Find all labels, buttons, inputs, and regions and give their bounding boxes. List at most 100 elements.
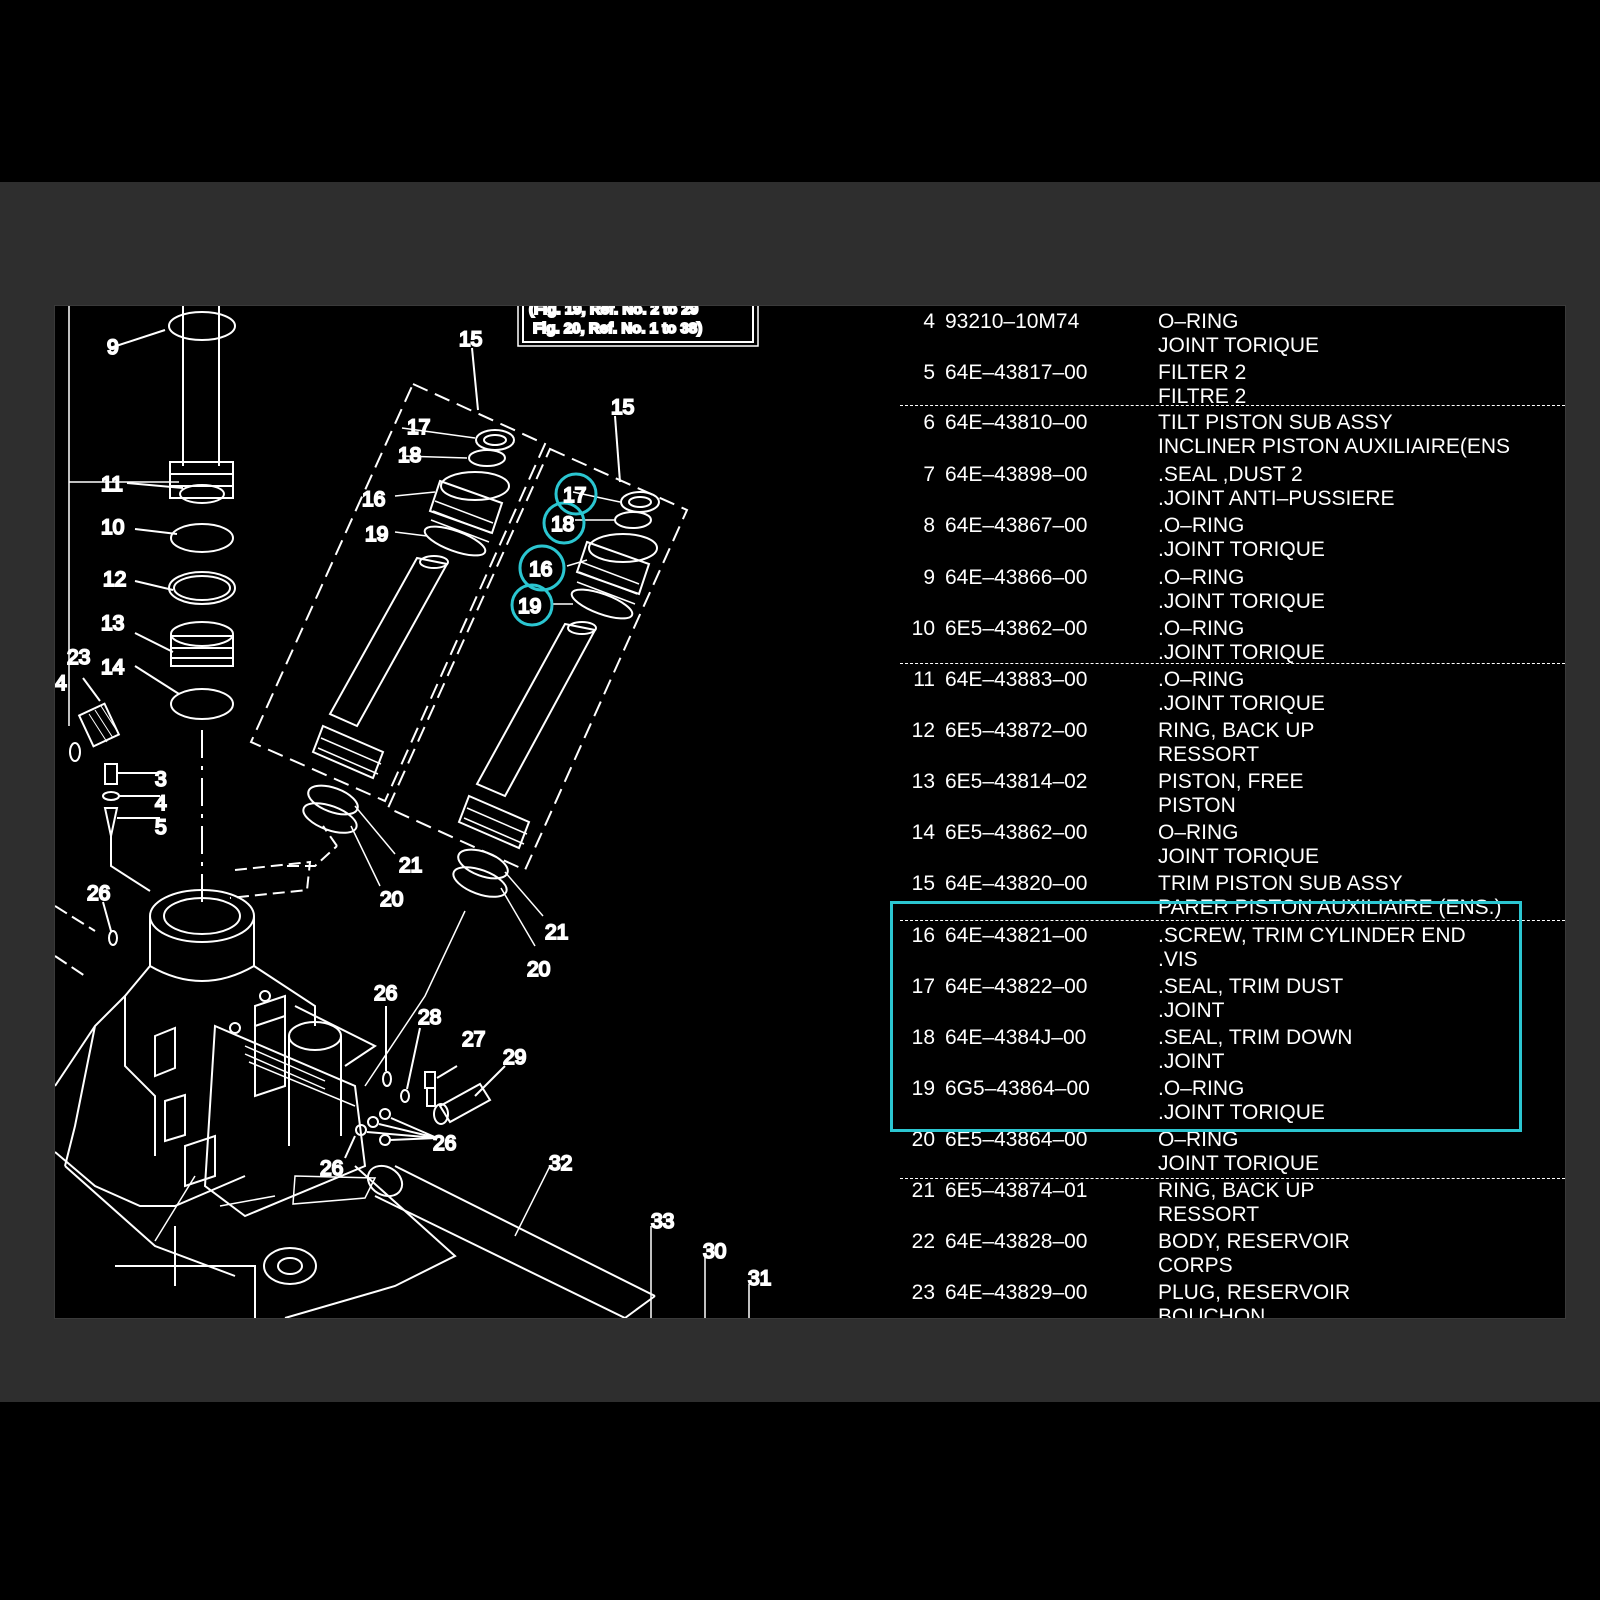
callout-3: 3 (155, 768, 167, 791)
description-fr: PISTON (1158, 794, 1236, 817)
ref-number: 13 (911, 770, 935, 793)
description-en: .SEAL, TRIM DOWN (1158, 1026, 1353, 1049)
ref-number: 9 (923, 566, 935, 589)
subassembly-box-15b (386, 447, 689, 872)
leader-14 (134, 665, 180, 695)
callout-17b: 17 (563, 484, 586, 507)
description-fr: .JOINT (1158, 999, 1225, 1022)
callout-4-edge: 4 (55, 672, 67, 695)
highlight-circle-19 (510, 583, 554, 627)
description-en: .O–RING (1158, 1077, 1245, 1100)
part-number: 64E–43817–00 (945, 361, 1088, 384)
callout-31: 31 (748, 1267, 771, 1290)
part-number: 64E–43828–00 (945, 1230, 1088, 1253)
table-row: 6 64E–43810–00 TILT PISTON SUB ASSY INCL… (55, 411, 1510, 461)
table-row: 22 64E–43828–00 BODY, RESERVOIR CORPS (55, 1230, 1350, 1280)
description-en: TRIM PISTON SUB ASSY (1158, 872, 1403, 895)
figure-note: (Fig. 19, Ref. No. 2 to 29 Fig. 20, Ref.… (517, 306, 759, 347)
ref-number: 8 (923, 514, 935, 537)
bolts-26-29 (344, 1006, 506, 1159)
description-en: O–RING (1158, 1128, 1239, 1151)
table-row: 13 6E5–43814–02 PISTON, FREE PISTON (55, 770, 1304, 820)
subassembly-box-15a (249, 382, 547, 803)
highlight-circle-18 (542, 501, 586, 545)
description-fr: .JOINT TORIQUE (1158, 590, 1325, 613)
part-number: 6E5–43862–00 (945, 617, 1088, 640)
description-en: RING, BACK UP (1158, 719, 1315, 742)
ref-number: 19 (911, 1077, 935, 1100)
table-divider (900, 663, 1565, 664)
description-en: BODY, RESERVOIR (1158, 1230, 1350, 1253)
ref-number: 11 (913, 668, 935, 691)
highlight-box-parts-16-19 (890, 901, 1522, 1132)
part-number: 64E–43821–00 (945, 924, 1088, 947)
description-fr: .VIS (1158, 948, 1198, 971)
exploded-parts-diagram: (Fig. 19, Ref. No. 2 to 29 Fig. 20, Ref.… (55, 306, 772, 1318)
callout-21b: 21 (545, 921, 568, 944)
description-en: RING, BACK UP (1158, 1179, 1315, 1202)
part-number: 64E–43883–00 (945, 668, 1088, 691)
ref-number: 10 (911, 617, 935, 640)
callout-15b: 15 (611, 396, 634, 419)
ref-number: 7 (923, 463, 935, 486)
description-fr: BOUCHON (1158, 1305, 1266, 1318)
callout-33: 33 (651, 1210, 674, 1233)
part-number: 6E5–43864–00 (945, 1128, 1088, 1151)
callout-28: 28 (418, 1006, 441, 1029)
description-fr: RESSORT (1158, 1203, 1260, 1226)
leader-9 (109, 329, 166, 349)
callout-32: 32 (549, 1152, 572, 1175)
table-row: 12 6E5–43872–00 RING, BACK UP RESSORT (55, 719, 1315, 769)
description-fr: RESSORT (1158, 743, 1260, 766)
table-divider (900, 405, 1565, 406)
figure-note-line2: Fig. 20, Ref. No. 1 to 38) (533, 320, 702, 337)
callout-18a: 18 (398, 444, 421, 467)
description-en: .SEAL ,DUST 2 (1158, 463, 1303, 486)
ref-number: 14 (911, 821, 935, 844)
description-fr: .JOINT (1158, 1050, 1225, 1073)
description-en: O–RING (1158, 821, 1239, 844)
ref-number: 16 (911, 924, 935, 947)
table-row: 19 6G5–43864–00 .O–RING .JOINT TORIQUE (55, 1077, 1325, 1127)
table-row: 23 64E–43829–00 PLUG, RESERVOIR BOUCHON (55, 1281, 1351, 1318)
description-en: PISTON, FREE (1158, 770, 1304, 793)
description-fr: .JOINT ANTI–PUSSIERE (1158, 487, 1395, 510)
ref-number: 23 (911, 1281, 935, 1304)
leader-12 (134, 580, 174, 591)
callout-9: 9 (107, 336, 119, 359)
rod-32-and-shafts (366, 1164, 750, 1318)
callout-18b: 18 (551, 513, 574, 536)
description-fr: INCLINER PISTON AUXILIAIRE(ENS (1158, 435, 1511, 458)
table-row: 20 6E5–43864–00 O–RING JOINT TORIQUE (55, 1128, 1319, 1178)
description-fr: JOINT TORIQUE (1158, 845, 1320, 868)
description-en: .O–RING (1158, 566, 1245, 589)
callout-26b: 26 (374, 982, 397, 1005)
left-bracket-line (68, 306, 179, 726)
part-number: 64E–43829–00 (945, 1281, 1088, 1304)
table-divider (900, 920, 1565, 921)
callout-27: 27 (462, 1028, 485, 1051)
trim-piston-a (311, 427, 515, 780)
table-row: 17 64E–43822–00 .SEAL, TRIM DUST .JOINT (55, 975, 1344, 1025)
callout-20b: 20 (527, 958, 550, 981)
table-row: 18 64E–4384J–00 .SEAL, TRIM DOWN .JOINT (55, 1026, 1353, 1076)
callout-10: 10 (101, 516, 124, 539)
table-row: 10 6E5–43862–00 .O–RING .JOINT TORIQUE (55, 617, 1325, 667)
part-number: 64E–43866–00 (945, 566, 1088, 589)
callout-12: 12 (103, 568, 126, 591)
part-number: 64E–43820–00 (945, 872, 1088, 895)
part-number: 64E–43898–00 (945, 463, 1088, 486)
ref-number: 4 (923, 310, 935, 333)
table-divider (900, 1178, 1565, 1179)
description-fr: JOINT TORIQUE (1158, 1152, 1320, 1175)
description-en: O–RING (1158, 310, 1239, 333)
part-number: 6G5–43864–00 (945, 1077, 1090, 1100)
callout-19a: 19 (365, 523, 388, 546)
callout-20a: 20 (380, 888, 403, 911)
description-fr: FILTRE 2 (1158, 385, 1247, 408)
description-fr: .JOINT TORIQUE (1158, 692, 1325, 715)
parts-catalog-page: (Fig. 19, Ref. No. 2 to 29 Fig. 20, Ref.… (54, 305, 1566, 1319)
part-number: 6E5–43874–01 (945, 1179, 1088, 1202)
table-row: 5 64E–43817–00 FILTER 2 FILTRE 2 (55, 361, 1246, 411)
description-fr: JOINT TORIQUE (1158, 334, 1320, 357)
